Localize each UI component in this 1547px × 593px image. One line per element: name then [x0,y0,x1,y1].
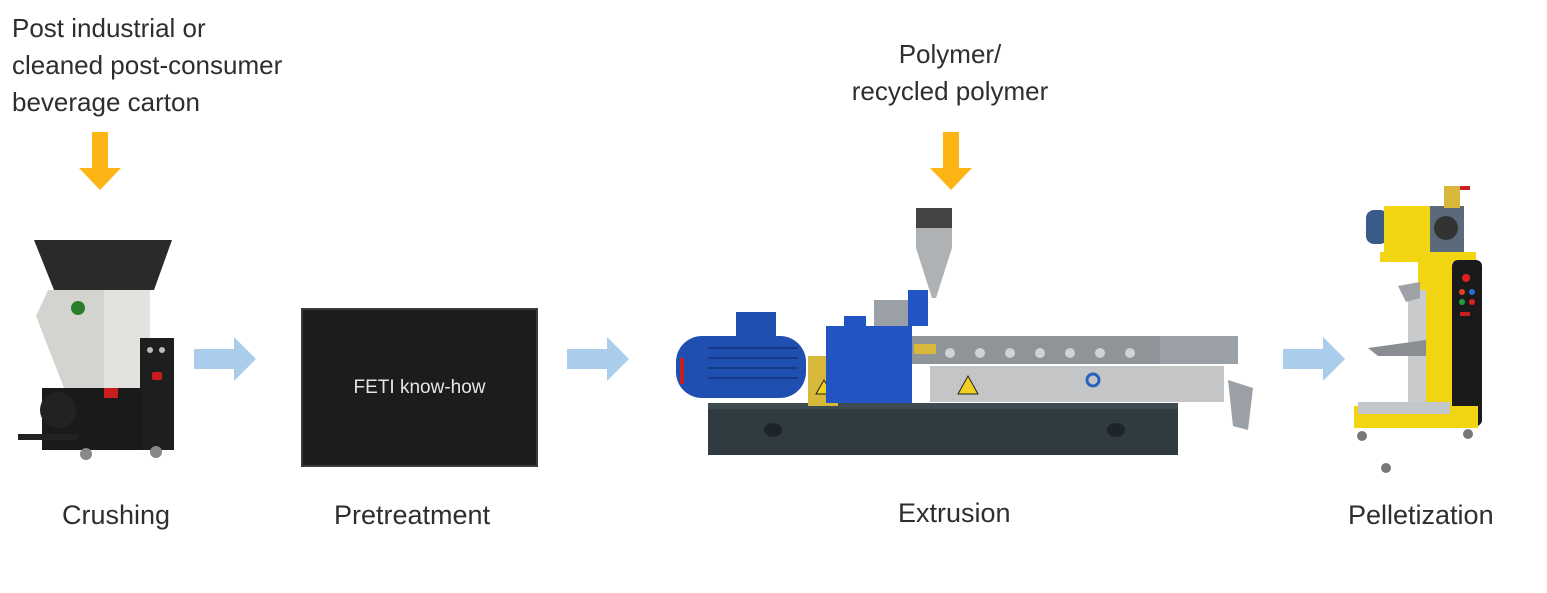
right-arrow-icon [567,337,629,381]
carton-input-line: cleaned post-consumer [12,50,283,80]
down-arrow-icon [930,132,972,190]
step-label-crushing: Crushing [62,500,171,530]
carton-input-label: Post industrial or cleaned post-consumer… [12,10,282,121]
carton-input-line: beverage carton [12,87,200,117]
step-label-extrusion: Extrusion [898,498,1011,528]
polymer-input-line: recycled polymer [851,76,1049,106]
right-arrow-icon [1283,337,1345,381]
step-label-pelletization: Pelletization [1348,500,1494,530]
right-arrow-icon [194,337,256,381]
step-label-pretreatment: Pretreatment [334,500,491,530]
pretreatment-box-text: FETI know-how [353,376,486,398]
extruder-machine-image [676,208,1253,455]
carton-input-line: Post industrial or [12,13,206,43]
crusher-machine-image [18,240,174,460]
pretreatment-box: FETI know-how [301,308,538,467]
pelletizer-machine-image [1354,186,1482,473]
down-arrow-icon [79,132,121,190]
polymer-input-line: Polymer/ [898,39,1002,69]
polymer-input-label: Polymer/ recycled polymer [800,36,1100,110]
